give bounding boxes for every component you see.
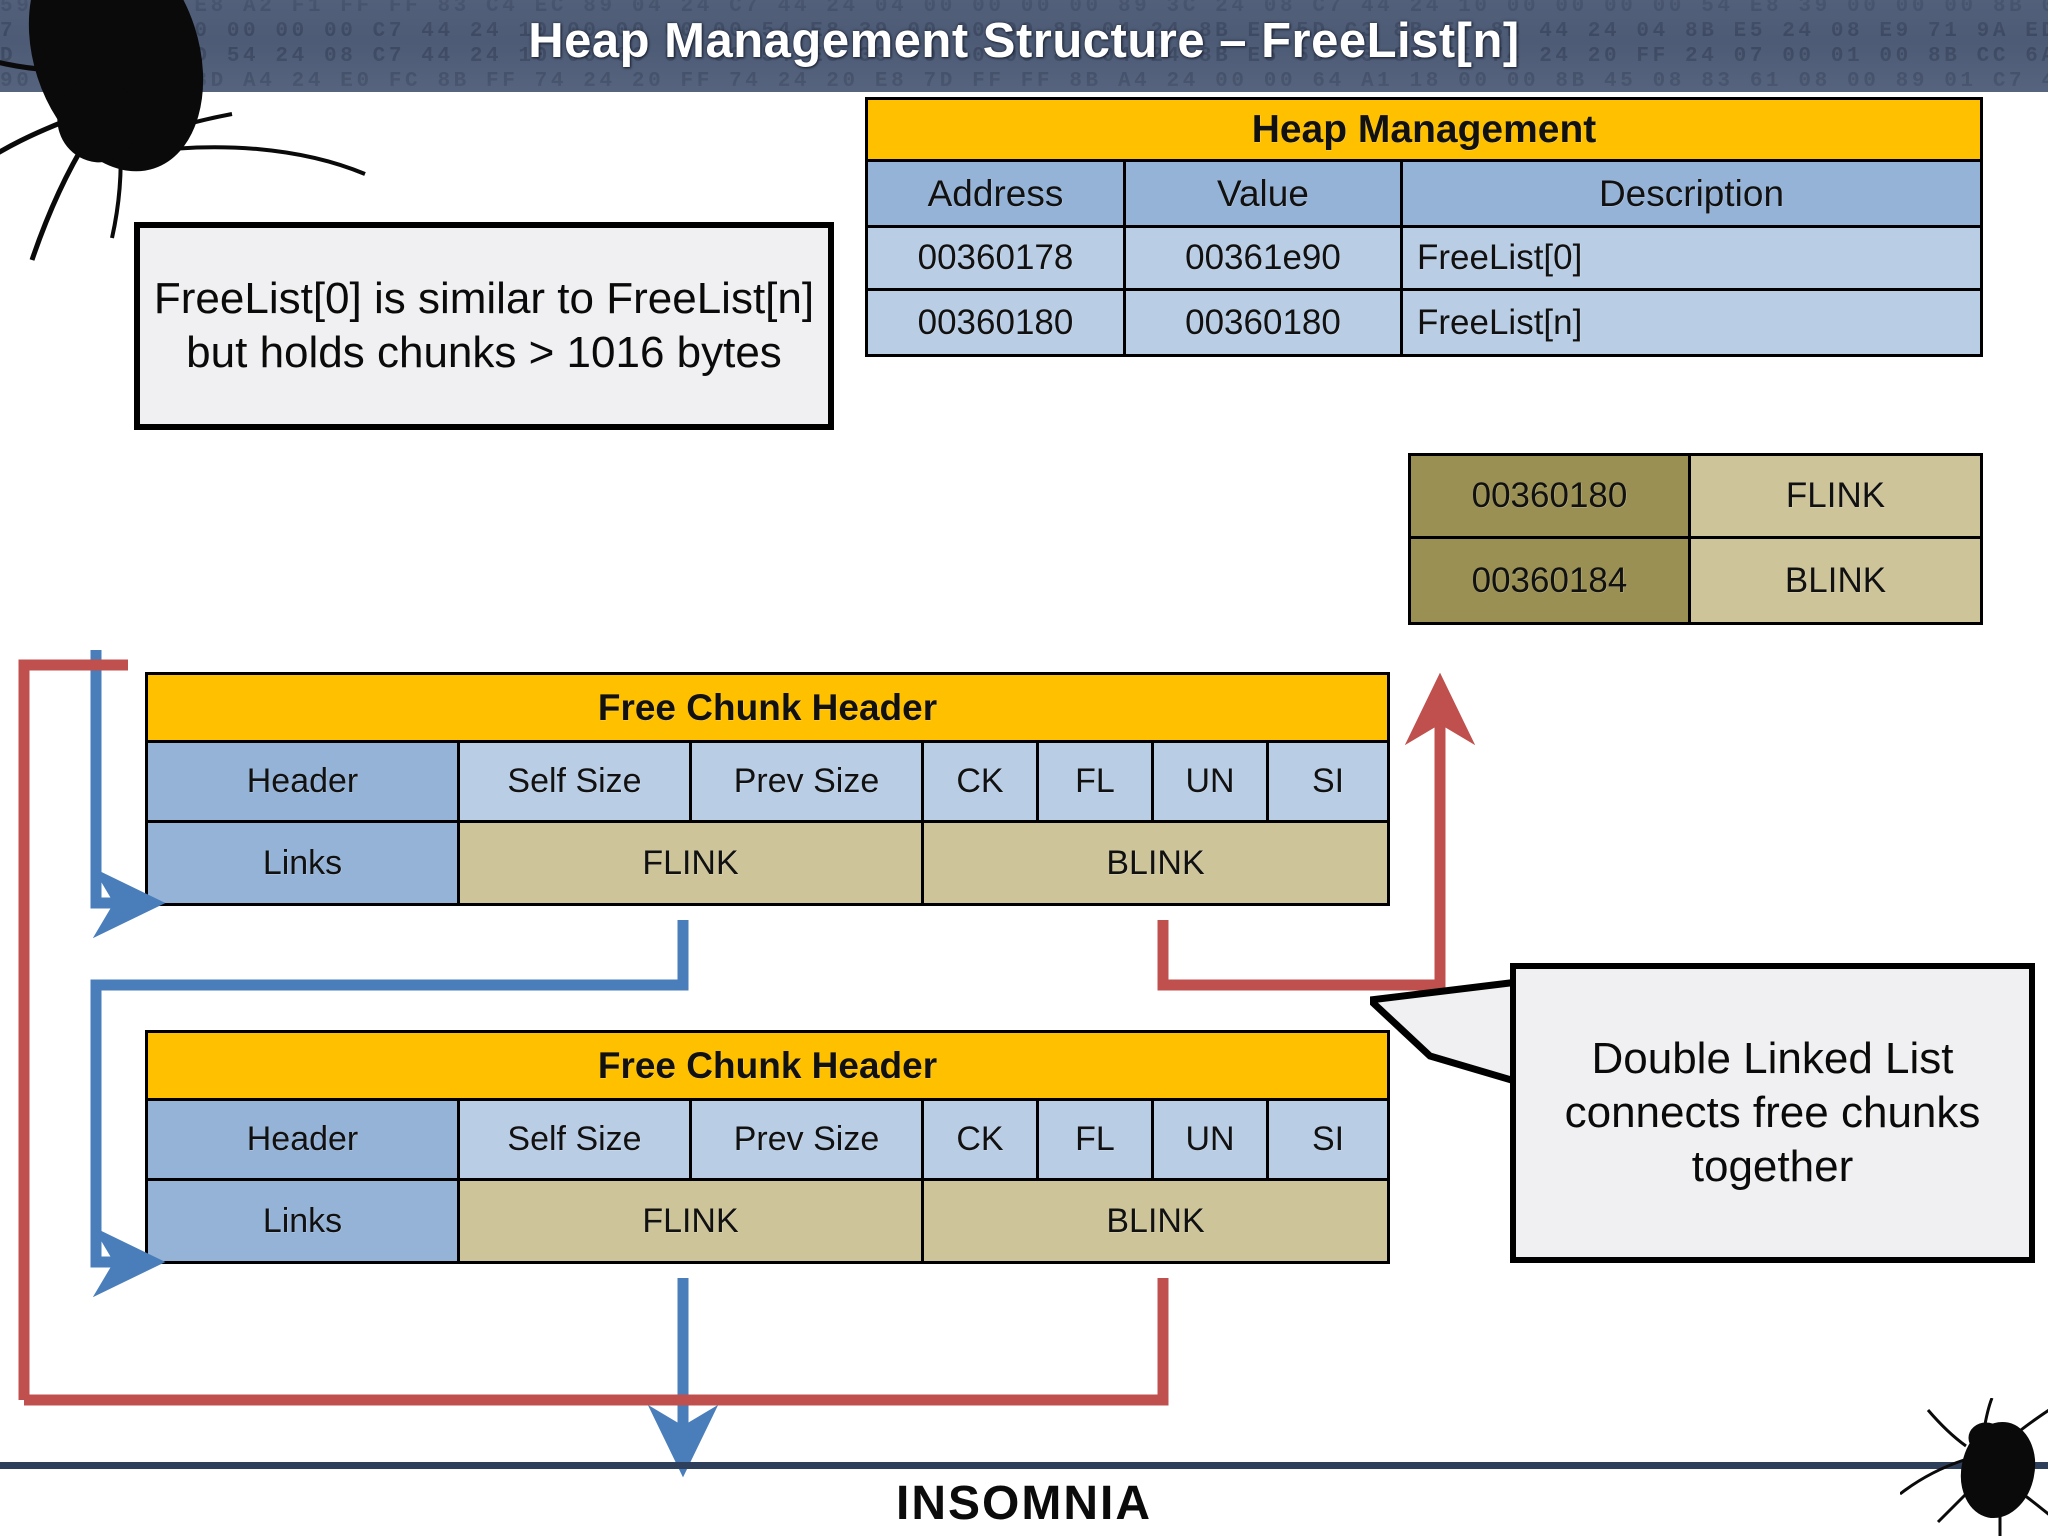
chunk2-field-fl: FL bbox=[1039, 1101, 1154, 1178]
callout-tail bbox=[1370, 978, 1522, 1087]
chunk1-field-si: SI bbox=[1269, 743, 1387, 820]
heap-management-table: Heap Management Address Value Descriptio… bbox=[865, 97, 1983, 357]
heap-table-title-row: Heap Management bbox=[868, 100, 1980, 162]
chunk1-blink: BLINK bbox=[924, 823, 1387, 903]
chunk1-title: Free Chunk Header bbox=[148, 675, 1387, 740]
heap-table-header-row: Address Value Description bbox=[868, 162, 1980, 228]
title-banner: 59 6A 51 53 E8 A2 F1 FF FF 83 C4 EC 89 0… bbox=[0, 0, 2048, 92]
chunk2-field-header: Header bbox=[148, 1101, 460, 1178]
chunk2-field-prev-size: Prev Size bbox=[692, 1101, 924, 1178]
heap-table-title: Heap Management bbox=[868, 100, 1980, 159]
heap-row0-description: FreeList[0] bbox=[1403, 228, 1980, 288]
arrow-red-left-riser bbox=[18, 659, 128, 1400]
table-row: 00360184 BLINK bbox=[1411, 539, 1980, 622]
chunk2-links-label: Links bbox=[148, 1181, 460, 1261]
chunk1-title-row: Free Chunk Header bbox=[148, 675, 1387, 743]
note-freelist-text: FreeList[0] is similar to FreeList[n] bu… bbox=[153, 274, 815, 377]
chunk1-field-ck: CK bbox=[924, 743, 1039, 820]
table-row: 00360180 00360180 FreeList[n] bbox=[868, 291, 1980, 354]
banner-gradient-overlay bbox=[0, 0, 2048, 92]
cockroach-icon-bottom-right bbox=[1900, 1398, 2048, 1536]
heap-row1-value: 00360180 bbox=[1126, 291, 1403, 354]
chunk1-links-label: Links bbox=[148, 823, 460, 903]
heap-row0-value: 00361e90 bbox=[1126, 228, 1403, 288]
heap-col-value: Value bbox=[1126, 162, 1403, 225]
chunk1-field-self-size: Self Size bbox=[460, 743, 692, 820]
free-chunk-table-1: Free Chunk Header Header Self Size Prev … bbox=[145, 672, 1390, 906]
chunk2-title: Free Chunk Header bbox=[148, 1033, 1387, 1098]
chunk1-field-fl: FL bbox=[1039, 743, 1154, 820]
free-chunk-table-2: Free Chunk Header Header Self Size Prev … bbox=[145, 1030, 1390, 1264]
chunk1-links-row: Links FLINK BLINK bbox=[148, 823, 1387, 903]
chunk2-field-ck: CK bbox=[924, 1101, 1039, 1178]
note-freelist-box: FreeList[0] is similar to FreeList[n] bu… bbox=[134, 222, 834, 430]
chunk1-field-un: UN bbox=[1154, 743, 1269, 820]
chunk2-blink: BLINK bbox=[924, 1181, 1387, 1261]
footer-logo: INSOMNIA bbox=[896, 1477, 1152, 1530]
table-row: 00360180 FLINK bbox=[1411, 456, 1980, 539]
link-row1-address: 00360184 bbox=[1411, 539, 1691, 622]
page-title: Heap Management Structure – FreeList[n] bbox=[528, 14, 1520, 68]
chunk2-field-si: SI bbox=[1269, 1101, 1387, 1178]
chunk1-field-header: Header bbox=[148, 743, 460, 820]
note-double-linked-list-text: Double Linked List connects free chunks … bbox=[1564, 1034, 1981, 1191]
heap-row1-address: 00360180 bbox=[868, 291, 1126, 354]
chunk2-field-self-size: Self Size bbox=[460, 1101, 692, 1178]
link-row0-label: FLINK bbox=[1691, 456, 1980, 536]
heap-row0-address: 00360178 bbox=[868, 228, 1126, 288]
arrow-blue-into-chunk1 bbox=[90, 650, 166, 939]
chunk1-flink: FLINK bbox=[460, 823, 924, 903]
heap-row1-description: FreeList[n] bbox=[1403, 291, 1980, 354]
chunk1-field-prev-size: Prev Size bbox=[692, 743, 924, 820]
link-row0-address: 00360180 bbox=[1411, 456, 1691, 536]
footer-divider bbox=[0, 1462, 2048, 1469]
table-row: 00360178 00361e90 FreeList[0] bbox=[868, 228, 1980, 291]
chunk2-title-row: Free Chunk Header bbox=[148, 1033, 1387, 1101]
link-row1-label: BLINK bbox=[1691, 539, 1980, 622]
arrow-red-chunk2-blink-loop bbox=[24, 1278, 1169, 1406]
cockroach-icon-top-left bbox=[0, 0, 366, 261]
heap-col-description: Description bbox=[1403, 162, 1980, 225]
chunk2-field-un: UN bbox=[1154, 1101, 1269, 1178]
chunk2-header-row: Header Self Size Prev Size CK FL UN SI bbox=[148, 1101, 1387, 1181]
heap-col-address: Address bbox=[868, 162, 1126, 225]
chunk1-header-row: Header Self Size Prev Size CK FL UN SI bbox=[148, 743, 1387, 823]
chunk2-flink: FLINK bbox=[460, 1181, 924, 1261]
chunk2-links-row: Links FLINK BLINK bbox=[148, 1181, 1387, 1261]
freelist-entry-table: 00360180 FLINK 00360184 BLINK bbox=[1408, 453, 1983, 625]
note-double-linked-list-box: Double Linked List connects free chunks … bbox=[1510, 963, 2035, 1263]
